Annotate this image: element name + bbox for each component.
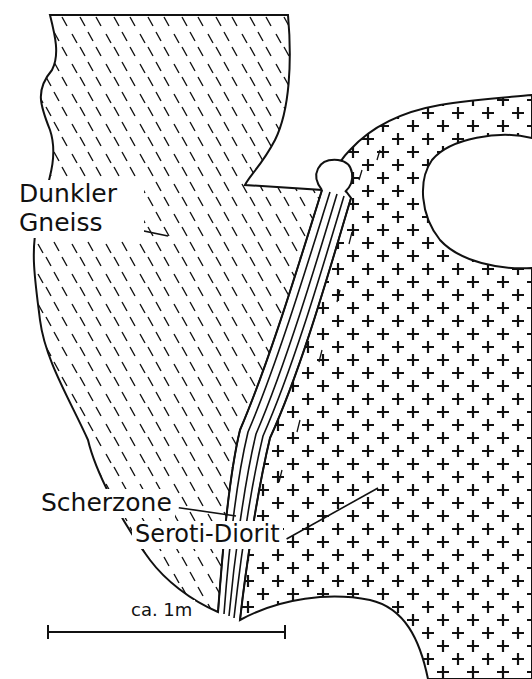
scale-bar [48,625,285,639]
leader-line [179,508,236,516]
rock-label: Dunkler Gneiss [16,180,144,238]
leader-line [287,488,378,539]
contact-foliation [267,150,380,542]
contact-lobe [316,160,352,192]
scale-label: ca. 1m [128,600,195,621]
diorite-body [240,95,532,679]
gneiss-body [34,15,322,612]
rock-label: Scherzone [38,489,175,518]
rock-label: Seroti-Diorit [132,521,283,549]
